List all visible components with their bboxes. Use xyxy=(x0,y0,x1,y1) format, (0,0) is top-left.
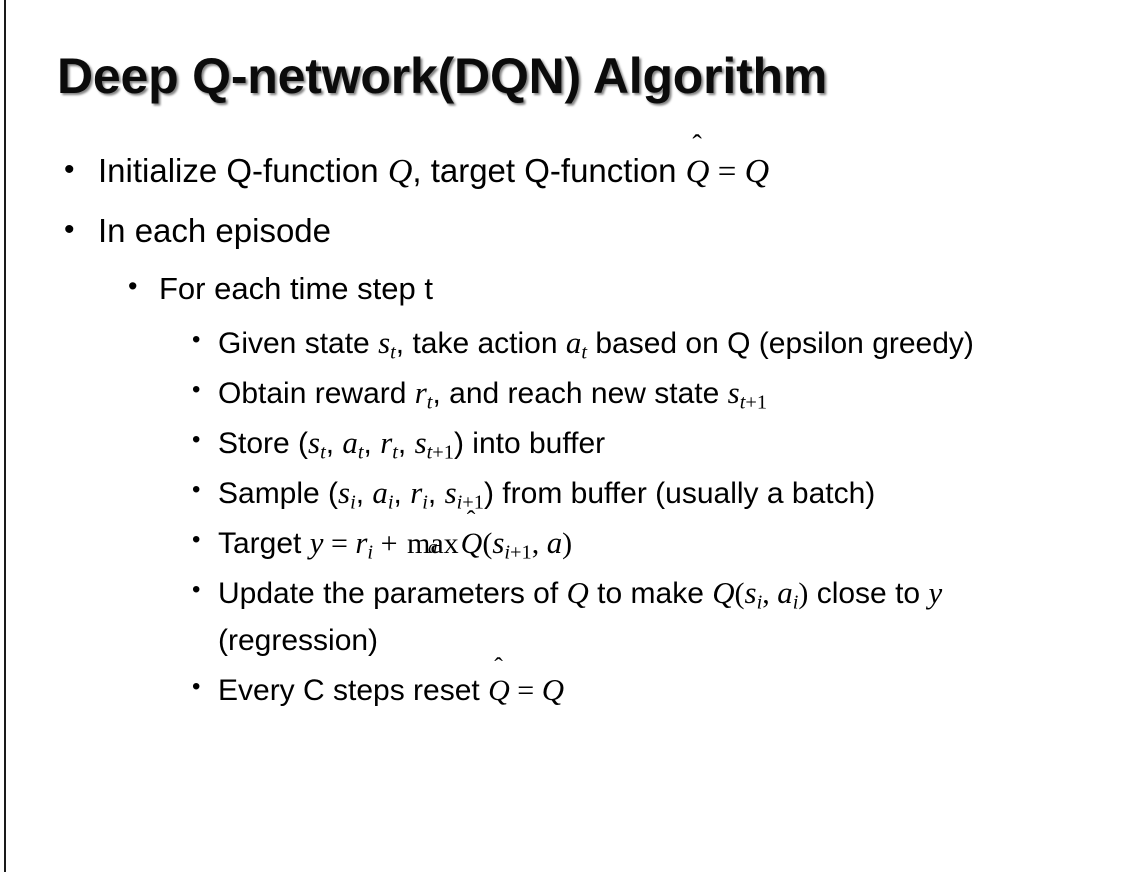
math-paren-close: ) xyxy=(798,577,809,610)
text-fragment: Initialize Q-function xyxy=(98,152,388,189)
slide-left-edge-rule xyxy=(4,0,6,872)
bullet-for-each-time-step: • For each time step t xyxy=(0,265,1124,313)
text-fragment: Update the parameters of xyxy=(218,577,567,610)
math-var-q2: Q xyxy=(712,575,735,610)
text-fragment: ) into buffer xyxy=(453,427,606,460)
bullet-text: Store (st, at, rt, st+1) into buffer xyxy=(218,419,1098,467)
q-base: Q xyxy=(685,154,710,190)
bullet-marker: • xyxy=(192,476,201,503)
math-var-q2: Q xyxy=(744,153,770,190)
text-fragment: , and reach new state xyxy=(432,377,728,410)
math-plus: + xyxy=(380,527,398,560)
max-limit-variable: a xyxy=(428,536,438,558)
bullet-marker: • xyxy=(192,526,201,553)
bullet-marker: • xyxy=(192,326,201,353)
math-reward-r-t: rt xyxy=(380,425,398,464)
q-base: Q xyxy=(488,674,510,707)
bullet-marker: • xyxy=(64,153,75,186)
math-equals: = xyxy=(517,674,535,707)
math-equals: = xyxy=(717,154,737,190)
text-fragment: based on Q (epsilon greedy) xyxy=(587,327,974,360)
math-equals: = xyxy=(330,527,348,560)
text-fragment: , xyxy=(363,427,381,460)
text-fragment: Store ( xyxy=(218,427,309,460)
math-action-a-t: at xyxy=(565,325,588,364)
bullet-text: Update the parameters of Q to make Q(si,… xyxy=(218,569,1098,664)
bullet-text: Sample (si, ai, ri, si+1) from buffer (u… xyxy=(218,469,1098,517)
math-state-s-i-plus-1: si+1 xyxy=(492,525,532,564)
text-fragment: , xyxy=(355,477,373,510)
bullet-text: For each time step t xyxy=(159,271,433,306)
text-fragment: , xyxy=(393,477,411,510)
bullet-text: Given state st, take action at based on … xyxy=(218,319,1098,367)
bullet-obtain-reward-reach-state: • Obtain reward rt, and reach new state … xyxy=(0,369,1124,417)
math-state-s-i: si xyxy=(338,475,356,514)
math-var-q: Q xyxy=(541,672,564,707)
bullet-store-into-buffer: • Store (st, at, rt, st+1) into buffer xyxy=(0,419,1124,467)
page-title: Deep Q-network(DQN) Algorithm xyxy=(57,48,828,104)
bullet-text: Obtain reward rt, and reach new state st… xyxy=(218,369,1098,417)
text-fragment: Target xyxy=(218,527,310,560)
math-action-a-t: at xyxy=(342,425,364,464)
math-paren-open: ( xyxy=(482,527,493,560)
math-state-s-i-plus-1: si+1 xyxy=(444,475,484,514)
math-comma: , xyxy=(762,577,778,610)
math-action-a: a xyxy=(546,525,563,560)
bullet-marker: • xyxy=(192,576,201,603)
text-fragment: (regression) xyxy=(218,624,379,657)
bullet-text: In each episode xyxy=(98,212,332,249)
math-var-y: y xyxy=(309,525,324,560)
text-fragment: , xyxy=(427,477,445,510)
math-state-s-t-plus-1: st+1 xyxy=(727,375,768,414)
math-var-q: Q xyxy=(387,153,413,190)
bullet-marker: • xyxy=(192,673,201,700)
text-fragment: Given state xyxy=(218,327,379,360)
bullet-marker: • xyxy=(192,376,201,403)
math-comma: , xyxy=(531,527,547,560)
math-reward-r-i: ri xyxy=(410,475,428,514)
q-base: Q xyxy=(460,527,483,560)
math-state-s-t: st xyxy=(308,425,326,464)
math-paren-close: ) xyxy=(562,527,573,560)
text-fragment: ) from buffer (usually a batch) xyxy=(483,477,876,510)
text-fragment: , take action xyxy=(395,327,566,360)
math-reward-r-t: rt xyxy=(414,375,433,414)
math-state-s-t: st xyxy=(378,325,396,364)
text-fragment: close to xyxy=(808,577,929,610)
text-fragment: , target Q-function xyxy=(412,152,686,189)
bullet-marker: • xyxy=(128,271,138,301)
math-action-a-i: ai xyxy=(777,575,799,614)
text-fragment: Every C steps reset xyxy=(218,674,489,707)
slide-body: • Initialize Q-function Q, target Q-func… xyxy=(0,131,1124,716)
bullet-text: Initialize Q-function Q, target Q-functi… xyxy=(98,131,1088,197)
text-fragment: , xyxy=(397,427,415,460)
math-action-a-i: ai xyxy=(372,475,394,514)
math-var-q: Q xyxy=(566,575,589,610)
max-label: max xyxy=(406,527,459,560)
bullet-in-each-episode: • In each episode xyxy=(0,206,1124,256)
bullet-sample-from-buffer: • Sample (si, ai, ri, si+1) from buffer … xyxy=(0,469,1124,517)
text-fragment: to make xyxy=(588,577,713,610)
math-state-s-t-plus-1: st+1 xyxy=(414,425,454,464)
math-paren-open: ( xyxy=(734,577,745,610)
math-var-y: y xyxy=(928,575,943,610)
text-fragment: , xyxy=(325,427,343,460)
bullet-given-state-take-action: • Given state st, take action at based o… xyxy=(0,319,1124,367)
math-state-s-i: si xyxy=(744,575,763,614)
math-reward-r-i: ri xyxy=(355,525,374,564)
text-fragment: Sample ( xyxy=(218,477,339,510)
text-fragment: Obtain reward xyxy=(218,377,415,410)
bullet-update-parameters: • Update the parameters of Q to make Q(s… xyxy=(0,569,1124,664)
bullet-marker: • xyxy=(192,426,201,453)
bullet-marker: • xyxy=(64,213,75,246)
bullet-initialize-q-function: • Initialize Q-function Q, target Q-func… xyxy=(0,131,1124,197)
